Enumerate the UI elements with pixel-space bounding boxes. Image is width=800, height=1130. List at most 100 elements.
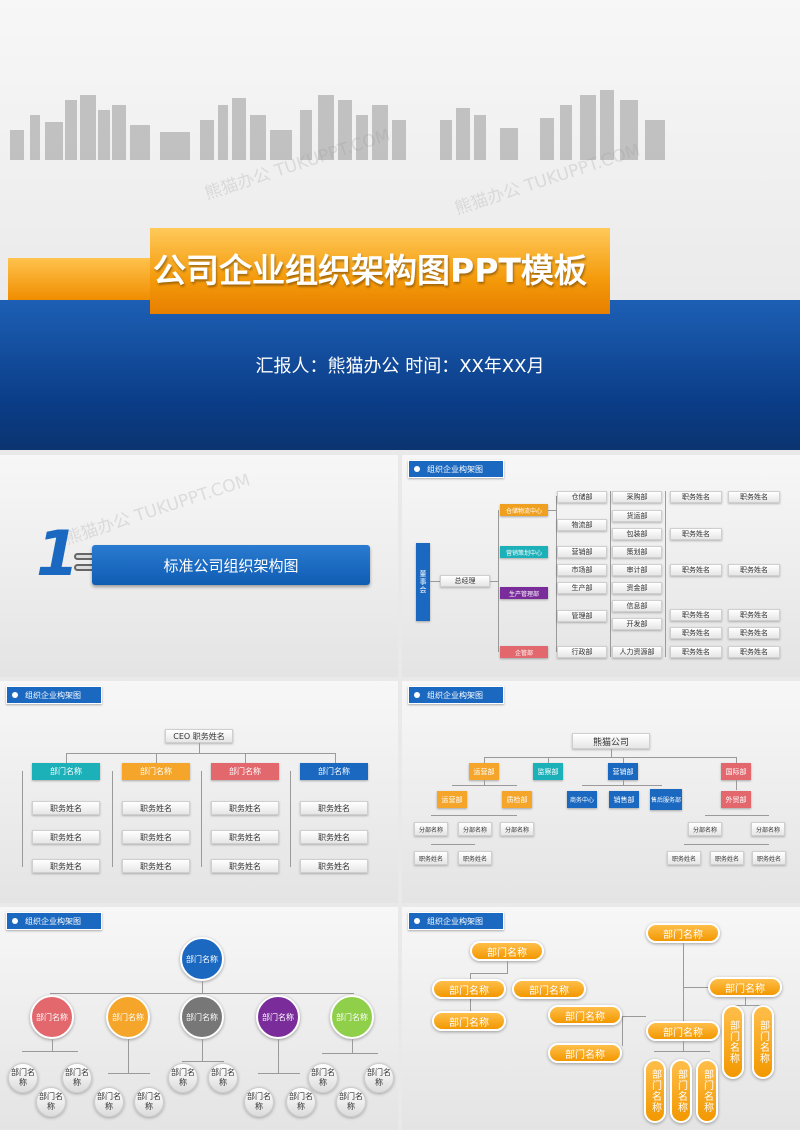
node-job[interactable]: 职务姓名	[211, 830, 279, 844]
node-l1[interactable]: 运营部	[469, 763, 499, 780]
node-dept[interactable]: 部门名称	[644, 1059, 666, 1123]
node-job[interactable]: 职务姓名	[32, 830, 100, 844]
node-root[interactable]: 董事会	[416, 543, 430, 621]
node-job[interactable]: 职务姓名	[728, 609, 780, 621]
node-dept[interactable]: 部门名称	[670, 1059, 692, 1123]
node-job[interactable]: 职务姓名	[122, 830, 190, 844]
node-center[interactable]: 企管部	[500, 646, 548, 658]
node-dept[interactable]: 部门名称	[512, 979, 586, 999]
node-leaf[interactable]: 部门名称	[36, 1087, 66, 1117]
node-leaf[interactable]: 部门名称	[134, 1087, 164, 1117]
node-leaf[interactable]: 部门名称	[364, 1063, 394, 1093]
node-job[interactable]: 职务姓名	[728, 646, 780, 658]
node-job[interactable]: 职务姓名	[710, 851, 744, 865]
node-dept[interactable]: 物流部	[557, 519, 607, 531]
node-sub[interactable]: 分部名称	[751, 822, 785, 836]
node-job[interactable]: 职务姓名	[414, 851, 448, 865]
node-sub[interactable]: 货运部	[612, 510, 662, 522]
node-job[interactable]: 职务姓名	[667, 851, 701, 865]
node-sub[interactable]: 分部名称	[688, 822, 722, 836]
node-dept[interactable]: 管理部	[557, 610, 607, 622]
node-company[interactable]: 熊猫公司	[572, 733, 650, 749]
org-chart-slide-4[interactable]: 组织企业构架图 部门名称 部门名称 部门名称 部门名称 部门名称 部门名称 部门…	[0, 907, 398, 1130]
section-slide[interactable]: 熊猫办公 TUKUPPT.COM 1 标准公司组织架构图	[0, 455, 398, 677]
node-sub[interactable]: 开发部	[612, 618, 662, 630]
node-dept[interactable]: 部门名称	[180, 995, 224, 1039]
node-leaf[interactable]: 部门名称	[168, 1063, 198, 1093]
node-job[interactable]: 职务姓名	[211, 859, 279, 873]
node-job[interactable]: 职务姓名	[32, 859, 100, 873]
node-dept[interactable]: 部门名称	[708, 977, 782, 997]
node-dept[interactable]: 部门名称	[696, 1059, 718, 1123]
node-sub[interactable]: 资金部	[612, 582, 662, 594]
node-ceo[interactable]: CEO 职务姓名	[165, 729, 233, 743]
node-sub[interactable]: 审计部	[612, 564, 662, 576]
node-job[interactable]: 职务姓名	[300, 859, 368, 873]
node-job[interactable]: 职务姓名	[458, 851, 492, 865]
node-leaf[interactable]: 部门名称	[62, 1063, 92, 1093]
node-l1[interactable]: 营销部	[608, 763, 638, 780]
node-job[interactable]: 职务姓名	[122, 859, 190, 873]
node-gm[interactable]: 总经理	[440, 575, 490, 587]
node-sub[interactable]: 分部名称	[414, 822, 448, 836]
org-chart-slide-5[interactable]: 组织企业构架图 部门名称 部门名称 部门名称 部门名称 部门名称 部门名称 部门…	[402, 907, 800, 1130]
node-leaf[interactable]: 部门名称	[286, 1087, 316, 1117]
node-dept[interactable]: 部门名称	[211, 763, 279, 780]
node-top[interactable]: 部门名称	[180, 937, 224, 981]
node-dept[interactable]: 营销部	[557, 546, 607, 558]
title-slide[interactable]: 熊猫办公 TUKUPPT.COM 熊猫办公 TUKUPPT.COM 公司企业组织…	[0, 0, 800, 450]
node-dept[interactable]: 仓储部	[557, 491, 607, 503]
node-job[interactable]: 职务姓名	[211, 801, 279, 815]
node-dept[interactable]: 部门名称	[548, 1043, 622, 1063]
node-leaf[interactable]: 部门名称	[8, 1063, 38, 1093]
node-job[interactable]: 职务姓名	[728, 627, 780, 639]
node-leaf[interactable]: 部门名称	[336, 1087, 366, 1117]
node-leaf[interactable]: 部门名称	[94, 1087, 124, 1117]
node-l2[interactable]: 运营部	[437, 791, 467, 808]
node-job[interactable]: 职务姓名	[670, 609, 722, 621]
node-job[interactable]: 职务姓名	[670, 627, 722, 639]
node-l2[interactable]: 销售部	[609, 791, 639, 808]
node-l1[interactable]: 监察部	[533, 763, 563, 780]
node-leaf[interactable]: 部门名称	[308, 1063, 338, 1093]
node-dept[interactable]: 部门名称	[330, 995, 374, 1039]
node-l1[interactable]: 国际部	[721, 763, 751, 780]
node-job[interactable]: 职务姓名	[670, 646, 722, 658]
node-job[interactable]: 职务姓名	[670, 564, 722, 576]
node-l2[interactable]: 商务中心	[567, 791, 597, 808]
node-job[interactable]: 职务姓名	[32, 801, 100, 815]
node-dept[interactable]: 部门名称	[300, 763, 368, 780]
node-dept[interactable]: 行政部	[557, 646, 607, 658]
org-chart-slide-2[interactable]: 组织企业构架图 CEO 职务姓名 部门名称 部门名称 部门名称 部门名称 职务姓…	[0, 681, 398, 903]
node-center[interactable]: 仓储物流中心	[500, 504, 548, 516]
node-dept[interactable]: 部门名称	[722, 1005, 744, 1079]
node-dept[interactable]: 部门名称	[646, 923, 720, 943]
node-job[interactable]: 职务姓名	[122, 801, 190, 815]
org-chart-slide-1[interactable]: 组织企业构架图 董事会 总经理 仓储物流中心 营销策划中心 生产管理部 企管部 …	[402, 455, 800, 677]
node-dept[interactable]: 市场部	[557, 564, 607, 576]
node-dept[interactable]: 部门名称	[30, 995, 74, 1039]
node-leaf[interactable]: 部门名称	[208, 1063, 238, 1093]
node-job[interactable]: 职务姓名	[752, 851, 786, 865]
node-dept[interactable]: 部门名称	[106, 995, 150, 1039]
node-job[interactable]: 职务姓名	[670, 491, 722, 503]
node-sub[interactable]: 策划部	[612, 546, 662, 558]
node-l2[interactable]: 售后服务部	[650, 789, 682, 810]
node-l2[interactable]: 外贸部	[721, 791, 751, 808]
node-dept[interactable]: 部门名称	[548, 1005, 622, 1025]
node-sub[interactable]: 信息部	[612, 600, 662, 612]
org-chart-slide-3[interactable]: 组织企业构架图 熊猫公司 运营部 监察部 营销部 国际部 运营部 质检部 商务中…	[402, 681, 800, 903]
node-sub[interactable]: 包装部	[612, 528, 662, 540]
node-dept[interactable]: 部门名称	[470, 941, 544, 961]
node-sub[interactable]: 人力资源部	[612, 646, 662, 658]
node-job[interactable]: 职务姓名	[670, 528, 722, 540]
node-job[interactable]: 职务姓名	[300, 801, 368, 815]
node-job[interactable]: 职务姓名	[300, 830, 368, 844]
node-sub[interactable]: 分部名称	[458, 822, 492, 836]
node-center[interactable]: 营销策划中心	[500, 546, 548, 558]
node-job[interactable]: 职务姓名	[728, 491, 780, 503]
node-dept[interactable]: 生产部	[557, 582, 607, 594]
node-dept[interactable]: 部门名称	[432, 1011, 506, 1031]
node-dept[interactable]: 部门名称	[752, 1005, 774, 1079]
node-dept[interactable]: 部门名称	[122, 763, 190, 780]
